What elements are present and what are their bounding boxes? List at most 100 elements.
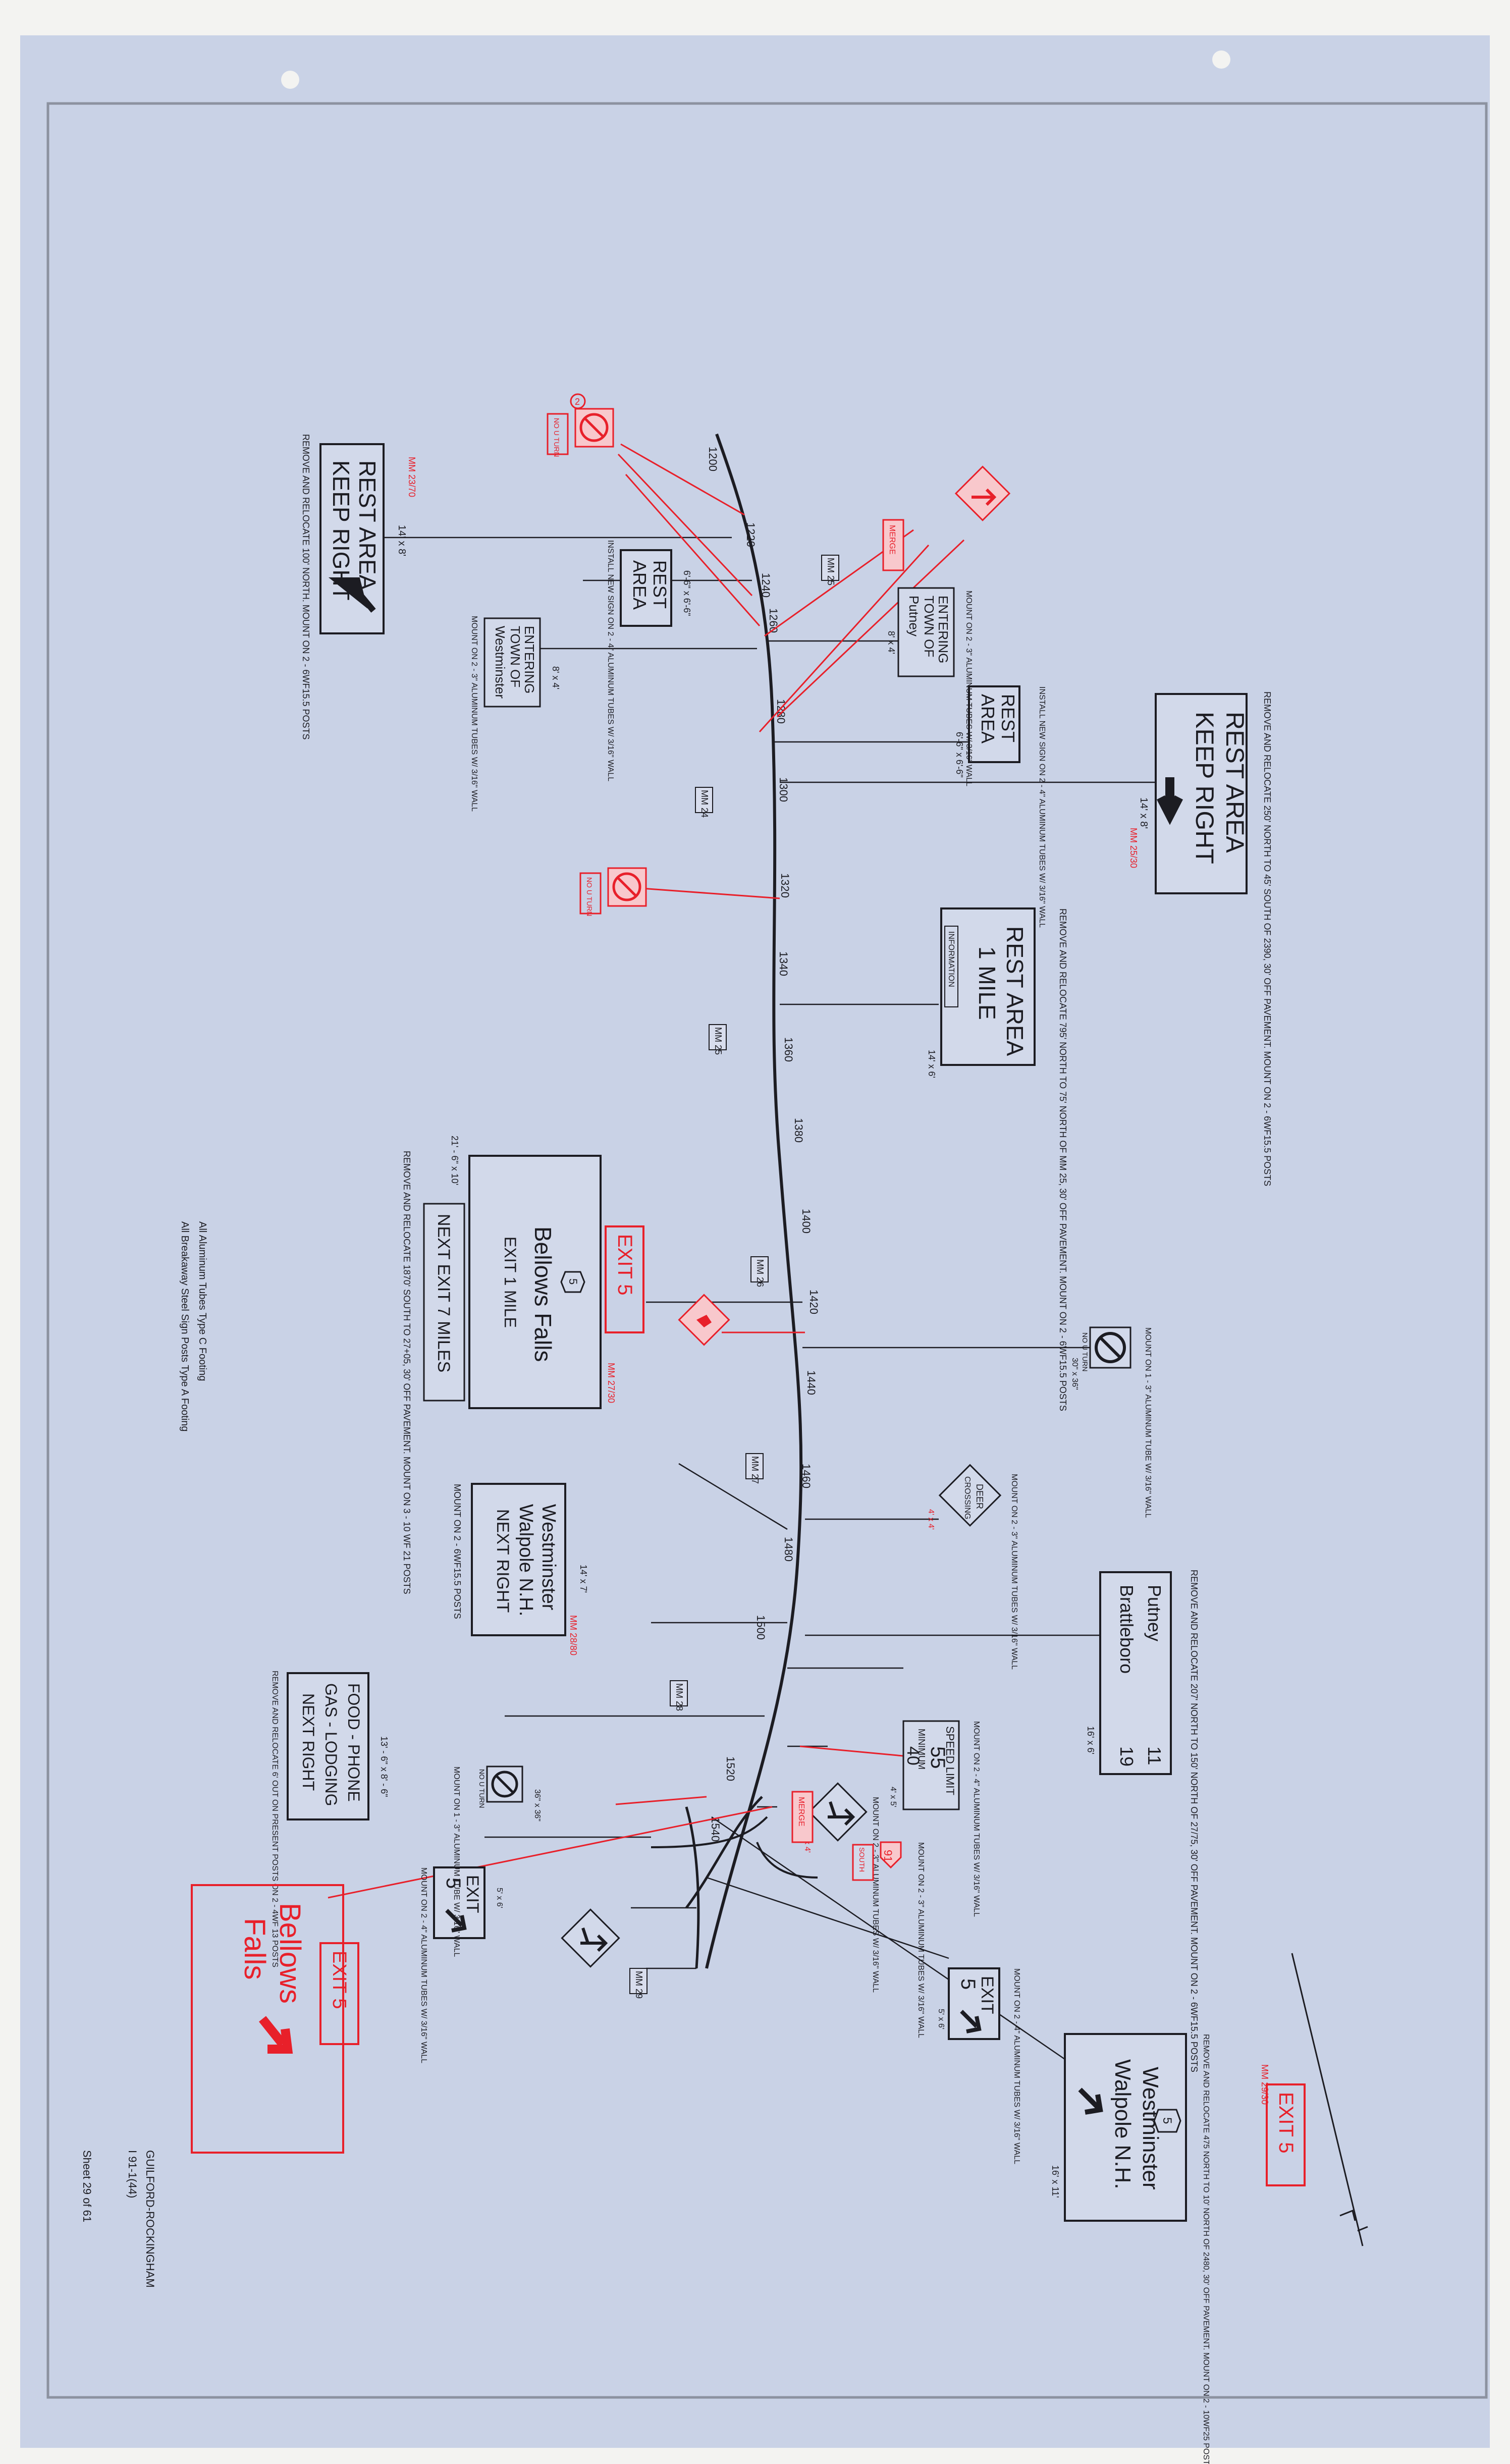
mile-marker: MM 27	[745, 1453, 764, 1484]
sign-sub: NEXT EXIT 7 MILES	[434, 1214, 453, 1372]
sign-line: Putney	[1144, 1585, 1165, 1641]
sign-size: 36" x 36"	[533, 1789, 542, 1822]
sign-line: AREA	[629, 560, 650, 610]
sign-note: MOUNT ON 1 - 3" ALUMINUM TUBE W/ 3/16" W…	[452, 1766, 461, 1957]
sign-route-91-south: SOUTH 91 MOUNT ON 2 - 3" ALUMINUM TUBES …	[852, 1841, 925, 2038]
sign-rest-area-small-2: REST AREA 6'-6" x 6'-6" INSTALL NEW SIGN…	[954, 685, 1046, 928]
route-shield-number: 5	[567, 1278, 579, 1284]
red-markup-exit5-tab-1: EXIT 5	[605, 1225, 644, 1333]
red-markup-merge-diamond	[954, 465, 1011, 521]
sign-size: 5' x 6'	[495, 1888, 504, 1908]
deer-icon	[696, 1315, 712, 1327]
sign-no-u-turn-2: NO U TURN 36" x 36" MOUNT ON 1 - 3" ALUM…	[452, 1765, 542, 1957]
red-markup-exit5-tab-2: EXIT 5	[1266, 2083, 1306, 2186]
sign-line: CROSSING	[963, 1476, 972, 1519]
general-notes: All Aluminum Tubes Type C Footing All Br…	[179, 1221, 208, 1432]
sign-number: 11	[1144, 1746, 1165, 1765]
sign-line: Bellows Falls	[530, 1226, 556, 1362]
markup-text: NO U TURN	[553, 418, 561, 457]
sign-size: 4' x 5'	[889, 1787, 897, 1807]
sign-line: TOWN OF	[508, 626, 523, 687]
sign-note: REMOVE AND RELOCATE 207' NORTH TO 150' N…	[1189, 1570, 1199, 2072]
station-label: 1500	[754, 1615, 767, 1640]
station-label: 1340	[777, 951, 790, 976]
sign-line: Putney	[906, 596, 922, 636]
sign-size: 14' x 7'	[578, 1565, 588, 1593]
sign-line: Walpole N.H.	[515, 1504, 536, 1616]
mile-marker-label: MM 28	[674, 1683, 684, 1711]
sign-size: 6'-6" x 6'-6"	[682, 570, 692, 616]
route-shield-icon	[880, 1841, 902, 1869]
sign-size: 14' x 8'	[1138, 797, 1149, 829]
sign-line: GAS - LODGING	[322, 1683, 340, 1806]
sign-deer-crossing: DEER CROSSING 4' x 4' MOUNT ON 2 - 3" AL…	[927, 1464, 1018, 1670]
note-line: All Breakaway Steel Sign Posts Type A Fo…	[179, 1221, 190, 1432]
punch-hole-right	[1212, 50, 1230, 69]
station-label: 1540	[709, 1817, 722, 1842]
arrow-icon	[1078, 2087, 1103, 2115]
sign-note: REMOVE AND RELOCATE 6' OUT ON PRESENT PO…	[271, 1671, 279, 1967]
project-route: I 91-1(44)	[126, 2150, 139, 2198]
sign-line: FOOD - PHONE	[345, 1683, 363, 1802]
sign-westminster-walpole-next-right: Westminster Walpole N.H. NEXT RIGHT 14' …	[452, 1483, 588, 1636]
mile-marker: MM 28	[670, 1680, 688, 1711]
sign-line: Brattleboro	[1116, 1585, 1137, 1674]
sign-line: Westminster	[538, 1504, 559, 1611]
station-label: 1400	[800, 1209, 813, 1234]
station-label: 1480	[782, 1537, 795, 1562]
sign-line: REST AREA	[354, 460, 381, 591]
minimum-value: 40	[903, 1746, 923, 1765]
markup-text: MERGE	[888, 525, 896, 555]
sign-note: REMOVE AND RELOCATE 100' NORTH. MOUNT ON…	[301, 434, 311, 740]
sign-westminster-walpole-exit: Westminster Walpole N.H. 5 16' x 11' REM…	[1050, 2033, 1210, 2464]
sign-line: EXIT	[463, 1875, 482, 1913]
arrow-icon	[445, 1909, 467, 1933]
sign-note: MOUNT ON 2 - 4" ALUMINUM TUBES W/ 3/16" …	[1012, 1968, 1021, 2164]
sign-line: Walpole N.H.	[1110, 2059, 1135, 2189]
sign-speed-limit: SPEED LIMIT 55 MINIMUM 40 4' x 5' MOUNT …	[889, 1720, 981, 1917]
mile-marker-label: MM 27	[750, 1456, 760, 1484]
sign-entering-westminster: ENTERING TOWN OF Westminster 8' x 4' MOU…	[470, 616, 561, 812]
sign-note: REMOVE AND RELOCATE 250' NORTH TO 45' SO…	[1262, 691, 1272, 1186]
project-name: GUILFORD-ROCKINGHAM	[144, 2150, 156, 2288]
station-labels: 1200 1220 1240 1260 1280 1300 1320 1340 …	[707, 447, 820, 1842]
markup-text: EXIT 5	[1275, 2092, 1297, 2154]
sign-size: 14' x 6'	[927, 1050, 937, 1078]
sign-size: 30" x 36"	[1070, 1358, 1079, 1390]
sign-note: REMOVE AND RELOCATE 795' NORTH TO 75' NO…	[1058, 908, 1068, 1411]
sign-size: 8' x 4'	[886, 631, 896, 654]
red-markup-bellows-falls-panel: EXIT 5 Bellows Falls	[191, 1884, 359, 2154]
sign-size: 14' x 8'	[396, 525, 407, 556]
sign-no-u-turn-1: NO U TURN 30" x 36" MOUNT ON 1 - 3" ALUM…	[1070, 1326, 1152, 1518]
markup-text: NO U TURN	[585, 877, 594, 917]
sign-rest-area-keep-right-2: REST AREA KEEP RIGHT 14' x 8' REMOVE AND…	[1138, 691, 1272, 1186]
arrow-icon	[1156, 777, 1183, 825]
sign-line: Westminster	[493, 626, 508, 699]
sign-line: 1 MILE	[974, 946, 1000, 1020]
sign-label: NO U TURN	[1081, 1332, 1089, 1372]
red-leader-lines	[328, 443, 965, 1899]
sign-note: MOUNT ON 2 - 6WF15.5 POSTS	[452, 1484, 462, 1619]
sign-note: INSTALL NEW SIGN ON 2 - 4" ALUMINUM TUBE…	[606, 540, 615, 781]
sign-exit-5-small-2: EXIT 5 5' x 6' MOUNT ON 2 - 4" ALUMINUM …	[937, 1967, 1021, 2164]
sign-note: MOUNT ON 2 - 4" ALUMINUM TUBES W/ 3/16" …	[972, 1721, 981, 1917]
speed-limit-label: SPEED LIMIT	[944, 1726, 956, 1795]
markup-text: MM 28/80	[568, 1615, 578, 1655]
sign-size: 5' x 6'	[937, 2009, 945, 2029]
station-label: 1460	[800, 1464, 813, 1488]
sign-line: Westminster	[1138, 2067, 1163, 2190]
station-label: 1300	[777, 777, 790, 802]
sign-line: REST AREA	[1221, 712, 1249, 853]
markup-text: MM 27/30	[606, 1363, 616, 1403]
sign-size: 21' - 6" x 10'	[450, 1136, 460, 1185]
station-label: 1380	[792, 1118, 805, 1143]
sign-food-phone-gas-lodging: FOOD - PHONE GAS - LODGING NEXT RIGHT 13…	[271, 1671, 389, 1967]
sign-note: MOUNT ON 2 - 3" ALUMINUM TUBES W/ 3/16" …	[1010, 1474, 1018, 1670]
sign-line: EXIT 1 MILE	[501, 1237, 519, 1328]
merge-arrow-icon	[828, 1801, 855, 1826]
note-line: All Aluminum Tubes Type C Footing	[197, 1221, 208, 1381]
title-block: GUILFORD-ROCKINGHAM I 91-1(44) Sheet 29 …	[81, 2150, 156, 2288]
route-shield-icon	[1153, 2109, 1181, 2133]
markup-text: MERGE	[797, 1797, 805, 1827]
red-arrow-icon	[972, 488, 997, 506]
